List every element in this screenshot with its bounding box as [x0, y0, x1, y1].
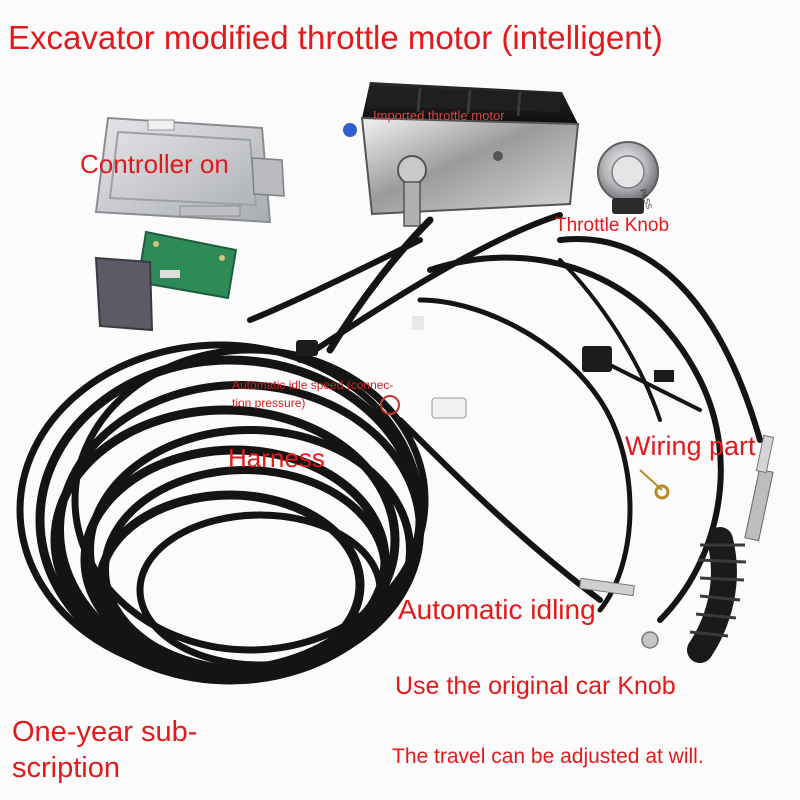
idle-speed-label-line2: tion pressure)	[232, 396, 306, 410]
wiring-part-label: Wiring part	[625, 431, 756, 461]
travel-adjust-label: The travel can be adjusted at will.	[392, 745, 704, 768]
automatic-idling-label: Automatic idling	[398, 594, 596, 625]
connectors	[296, 316, 674, 500]
circuit-board	[94, 230, 238, 332]
controller-label: Controller on	[80, 149, 229, 179]
throttle-motor	[343, 82, 580, 227]
product-title: Excavator modified throttle motor (intel…	[8, 19, 663, 56]
actuator-cable	[579, 434, 775, 663]
idle-speed-label-line1: Automatic idle speed (connec-	[232, 378, 394, 392]
connecting-cables	[247, 212, 763, 623]
original-knob-label: Use the original car Knob	[395, 672, 676, 700]
throttle-knob: PASS	[597, 141, 659, 214]
subscription-label-line1: One-year sub-	[12, 716, 198, 748]
harness-coils	[16, 341, 429, 685]
subscription-label-line2: scription	[12, 752, 120, 784]
controller-box	[94, 116, 285, 224]
motor-label: Imported throttle motor	[373, 108, 505, 123]
harness-label: Harness	[228, 443, 325, 473]
throttle-knob-label: Throttle Knob	[555, 215, 670, 236]
